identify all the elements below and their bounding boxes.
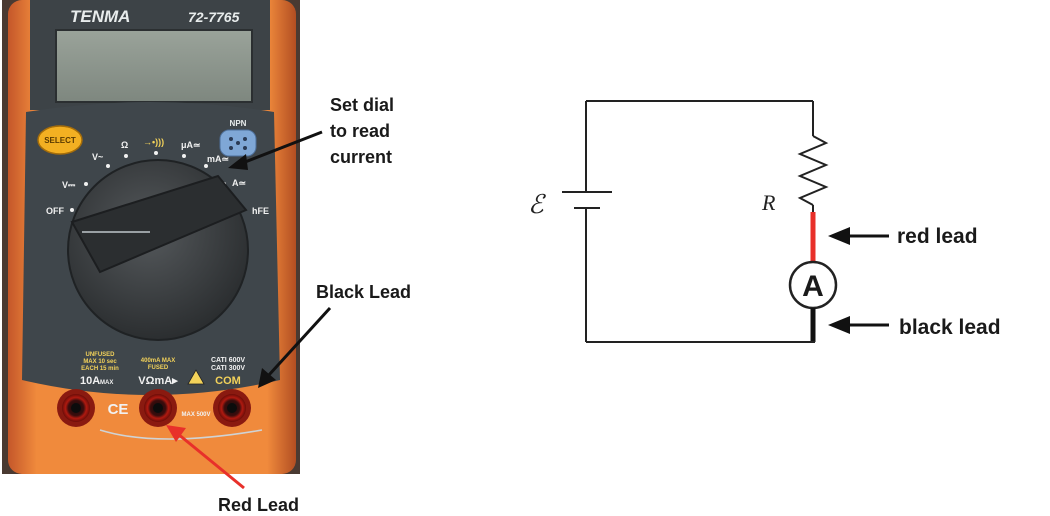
circuit-schematic: ℰ R A red lead black lead: [528, 100, 1001, 343]
dial-mark-off: OFF: [46, 206, 64, 216]
arrow-set-dial: [239, 130, 323, 166]
arrow-black-lead-head: [258, 368, 276, 388]
select-button[interactable]: SELECT: [37, 125, 83, 155]
unfused-note-2: MAX 10 sec: [83, 359, 117, 365]
cat-note-2: CATI 300V: [211, 365, 245, 372]
arrow-red-lead-head: [166, 425, 186, 442]
jack-v-ohm-ma[interactable]: [139, 389, 177, 427]
npn-socket[interactable]: [219, 129, 257, 157]
dial-scale: OFF V⎓ V~ Ω →•))) μA≃ mA≃ A≃ hFE: [46, 137, 269, 216]
dial-mark-v-ac: V~: [92, 152, 103, 162]
jack-10a[interactable]: [57, 389, 95, 427]
dial-mark-diode: →•))): [143, 137, 164, 147]
warning-triangle-icon: [187, 369, 205, 385]
rotary-dial[interactable]: [67, 159, 249, 341]
lcd-display: [55, 29, 253, 103]
jacks: [57, 389, 263, 440]
dial-mark-v-dc: V⎓: [62, 180, 76, 190]
callout-set-dial-line3: current: [330, 147, 392, 167]
arrow-black-lead-schematic-head: [828, 316, 850, 334]
ce-mark: CE: [108, 401, 129, 418]
dial-mark-ohm: Ω: [121, 140, 128, 150]
dial-mark-hfe: hFE: [252, 206, 269, 216]
callout-set-dial-line1: Set dial: [330, 95, 394, 115]
terminal-10a-label: 10A: [80, 375, 100, 387]
schematic-black-lead-label: black lead: [899, 316, 1001, 339]
callout-red-lead: Red Lead: [218, 495, 299, 515]
callout-black-lead: Black Lead: [316, 282, 411, 302]
cat-note-1: CATI 600V: [211, 357, 245, 364]
arrow-black-lead: [266, 306, 332, 378]
arrow-red-lead: [177, 432, 245, 490]
schematic-red-lead-label: red lead: [897, 225, 978, 248]
terminal-com-label: COM: [215, 375, 241, 387]
dial-mark-ma: mA≃: [207, 154, 229, 164]
terminal-vohm-label: VΩmA▸: [138, 375, 178, 387]
photo-callouts: Set dial to read current Black Lead Red …: [166, 95, 411, 515]
dial-mark-ua: μA≃: [181, 140, 201, 150]
resistor-zigzag: [797, 135, 829, 206]
select-button-label: SELECT: [44, 136, 76, 145]
dial-pointer-handle[interactable]: [70, 174, 248, 274]
dial-mark-a: A≃: [232, 178, 246, 188]
model-number: 72-7765: [188, 9, 240, 25]
unfused-note-1: UNFUSED: [85, 352, 115, 358]
emf-label: ℰ: [528, 190, 546, 219]
terminal-labels: UNFUSED MAX 10 sec EACH 15 min 10A MAX 4…: [80, 352, 245, 418]
callout-set-dial-line2: to read: [330, 121, 390, 141]
ammeter-label: A: [802, 270, 824, 303]
arrow-red-lead-schematic-head: [828, 227, 850, 245]
arrow-set-dial-head: [228, 154, 248, 170]
unfused-note-3: EACH 15 min: [81, 366, 119, 372]
brand-logo: TENMA: [70, 7, 130, 26]
jack-com[interactable]: [213, 389, 251, 427]
max-500v-label: MAX 500V: [181, 412, 210, 418]
terminal-10a-max: MAX: [100, 380, 113, 386]
resistor-label: R: [761, 190, 776, 215]
terminal-divider-line: [99, 429, 263, 440]
multimeter: TENMA 72-7765 SELECT NPN OFF V⎓ V~ Ω →•)…: [2, 0, 300, 474]
fused-note-1: 400mA MAX: [141, 358, 175, 364]
npn-label: NPN: [230, 119, 247, 128]
fused-note-2: FUSED: [148, 365, 169, 371]
